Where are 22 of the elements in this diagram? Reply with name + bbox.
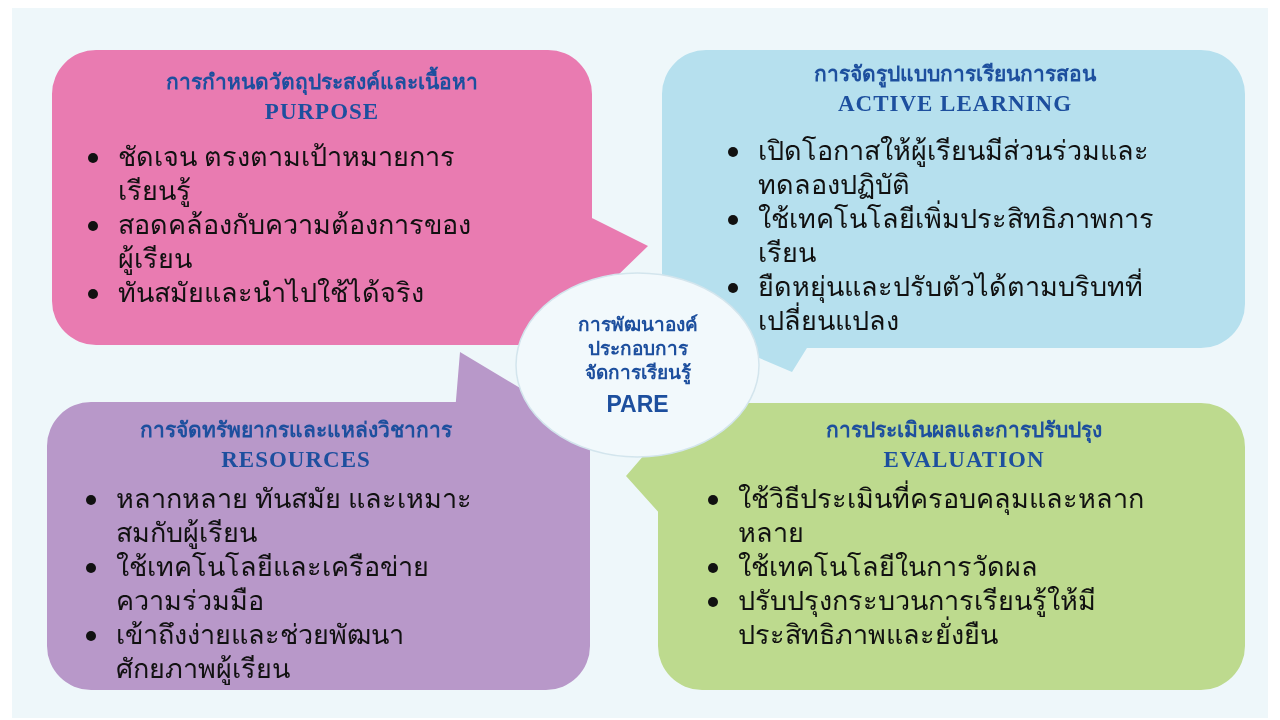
hub-title: การพัฒนาองค์ประกอบการจัดการเรียนรู้ xyxy=(576,312,699,384)
bullet-text: เข้าถึงง่ายและช่วยพัฒนาศักยภาพผู้เรียน xyxy=(116,619,405,686)
bullet-text: ใช้วิธีประเมินที่ครอบคลุมและหลากหลาย xyxy=(738,482,1148,550)
bullet-text: ชัดเจน ตรงตามเป้าหมายการเรียนรู้ xyxy=(118,141,456,208)
section-title: การประเมินผลและการปรับปรุง xyxy=(826,417,1102,445)
bullet-text: สอดคล้องกับความต้องการของผู้เรียน xyxy=(118,209,472,276)
section-subtitle: EVALUATION xyxy=(883,446,1045,474)
section-title: การจัดทรัพยากรและแหล่งวิชาการ xyxy=(140,417,452,444)
bullet-text: ทันสมัยและนำไปใช้ได้จริง xyxy=(118,277,425,310)
section-title: การจัดรูปแบบการเรียนการสอน xyxy=(814,61,1096,89)
bullet-text: ยืดหยุ่นและปรับตัวได้ตามบริบทที่เปลี่ยนแปลง xyxy=(758,270,1163,338)
section-subtitle: RESOURCES xyxy=(221,446,371,474)
hub-acronym: PARE xyxy=(606,390,669,418)
center-circle xyxy=(515,272,760,458)
bullet-text: หลากหลาย ทันสมัย และเหมาะสมกับผู้เรียน xyxy=(116,483,473,550)
bullet-text: เปิดโอกาสให้ผู้เรียนมีส่วนร่วมและทดลองปฏิบัติ xyxy=(758,135,1150,200)
bullet-text: ใช้เทคโนโลยีและเครือข่ายความร่วมมือ xyxy=(116,551,430,618)
bullet-text: ปรับปรุงกระบวนการเรียนรู้ให้มีประสิทธิภาพและยั่งยืน xyxy=(738,585,1097,652)
section-title: การกำหนดวัตถุประสงค์และเนื้อหา xyxy=(166,68,478,97)
section-subtitle: ACTIVE LEARNING xyxy=(837,90,1073,118)
bullet-text: ใช้เทคโนโลยีในการวัดผล xyxy=(738,551,1039,584)
section-subtitle: PURPOSE xyxy=(264,98,380,126)
